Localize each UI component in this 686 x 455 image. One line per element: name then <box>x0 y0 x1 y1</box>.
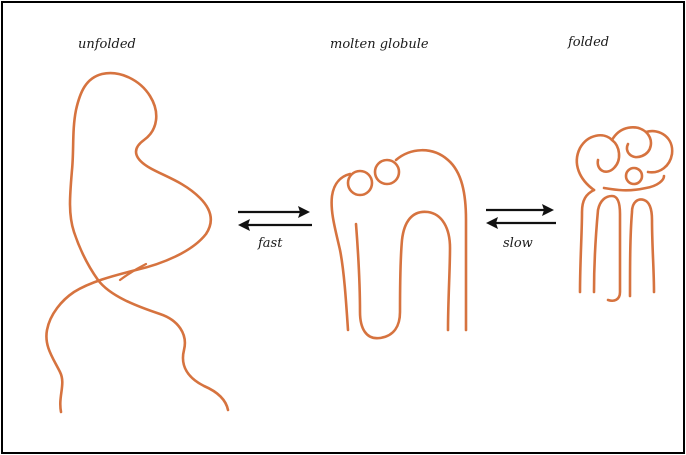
fast-label: fast <box>258 236 282 251</box>
slow-label: slow <box>503 236 533 251</box>
folded-label: folded <box>568 35 609 50</box>
molten-globule-chain <box>332 150 466 338</box>
unfolded-label: unfolded <box>78 37 136 52</box>
molten-globule-label: molten globule <box>330 37 429 52</box>
slow-equilibrium-arrows <box>486 204 556 229</box>
unfolded-chain <box>46 73 228 412</box>
fast-equilibrium-arrows <box>238 206 312 231</box>
folded-chain <box>577 127 672 300</box>
